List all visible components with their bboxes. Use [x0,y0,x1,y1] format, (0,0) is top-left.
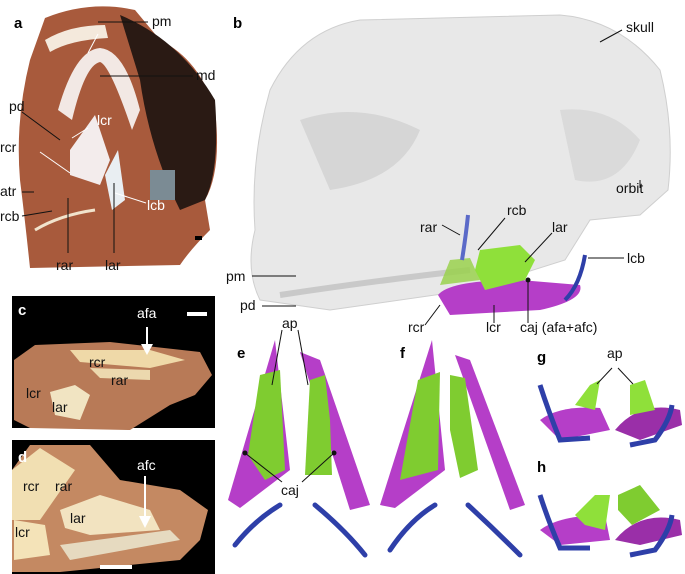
label-e-caj: caj [281,482,299,498]
panel-a-photo [18,6,218,269]
arrow-icon [139,516,151,528]
panel-b-render [250,14,671,326]
label-b-pd: pd [240,297,256,313]
panel-c-photo [12,296,215,430]
label-b-skull: skull [626,19,655,35]
label-a-atr: atr [0,183,17,199]
label-a-lcr: lcr [97,112,112,128]
label-a-pd: pd [9,98,25,114]
panel-f-render [380,340,525,558]
panel-letter-g: g [537,349,547,366]
panel-letter-d: d [18,449,28,466]
panel-g-render [537,367,682,448]
panel-e-render [228,329,370,558]
label-a-rcr: rcr [0,139,17,155]
label-a-rcb: rcb [0,208,20,224]
label-c-afa: afa [137,305,157,321]
label-a-rar: rar [56,257,74,273]
label-b-lcr: lcr [486,319,501,335]
label-a-lcb: lcb [147,197,165,213]
label-b-rcb: rcb [507,202,527,218]
label-c-lcr: lcr [26,385,41,401]
label-b-caj: caj (afa+afc) [520,319,598,335]
panel-letter-c: c [18,302,27,319]
label-a-pm: pm [152,13,172,29]
panel-letter-e: e [237,345,246,362]
label-d-rar: rar [55,478,73,494]
scale-bar [100,565,132,569]
label-b-orbit: orbit [616,180,644,196]
label-b-rar: rar [420,219,438,235]
label-b-lcb: lcb [627,250,645,266]
label-b-lar: lar [552,219,568,235]
label-b-rcr: rcr [408,319,425,335]
panel-letter-a: a [14,15,23,32]
label-c-rcr: rcr [89,354,106,370]
panel-letter-f: f [400,345,405,362]
scale-bar [195,236,202,240]
arrow-icon [141,344,153,355]
label-g-ap: ap [607,345,623,361]
label-d-afc: afc [137,457,156,473]
label-c-rar: rar [111,372,129,388]
label-d-lar: lar [70,510,86,526]
label-b-pm: pm [226,268,246,284]
label-e-ap: ap [282,315,298,331]
label-a-lar: lar [105,257,121,273]
label-a-md: md [196,67,216,83]
label-d-rcr: rcr [23,478,40,494]
panel-letter-h: h [537,459,547,476]
label-c-lar: lar [52,399,68,415]
panel-letter-b: b [233,15,243,32]
label-d-lcr: lcr [15,524,30,540]
panel-d-photo [12,440,215,574]
panel-h-render [537,485,682,558]
scale-bar [187,312,207,316]
